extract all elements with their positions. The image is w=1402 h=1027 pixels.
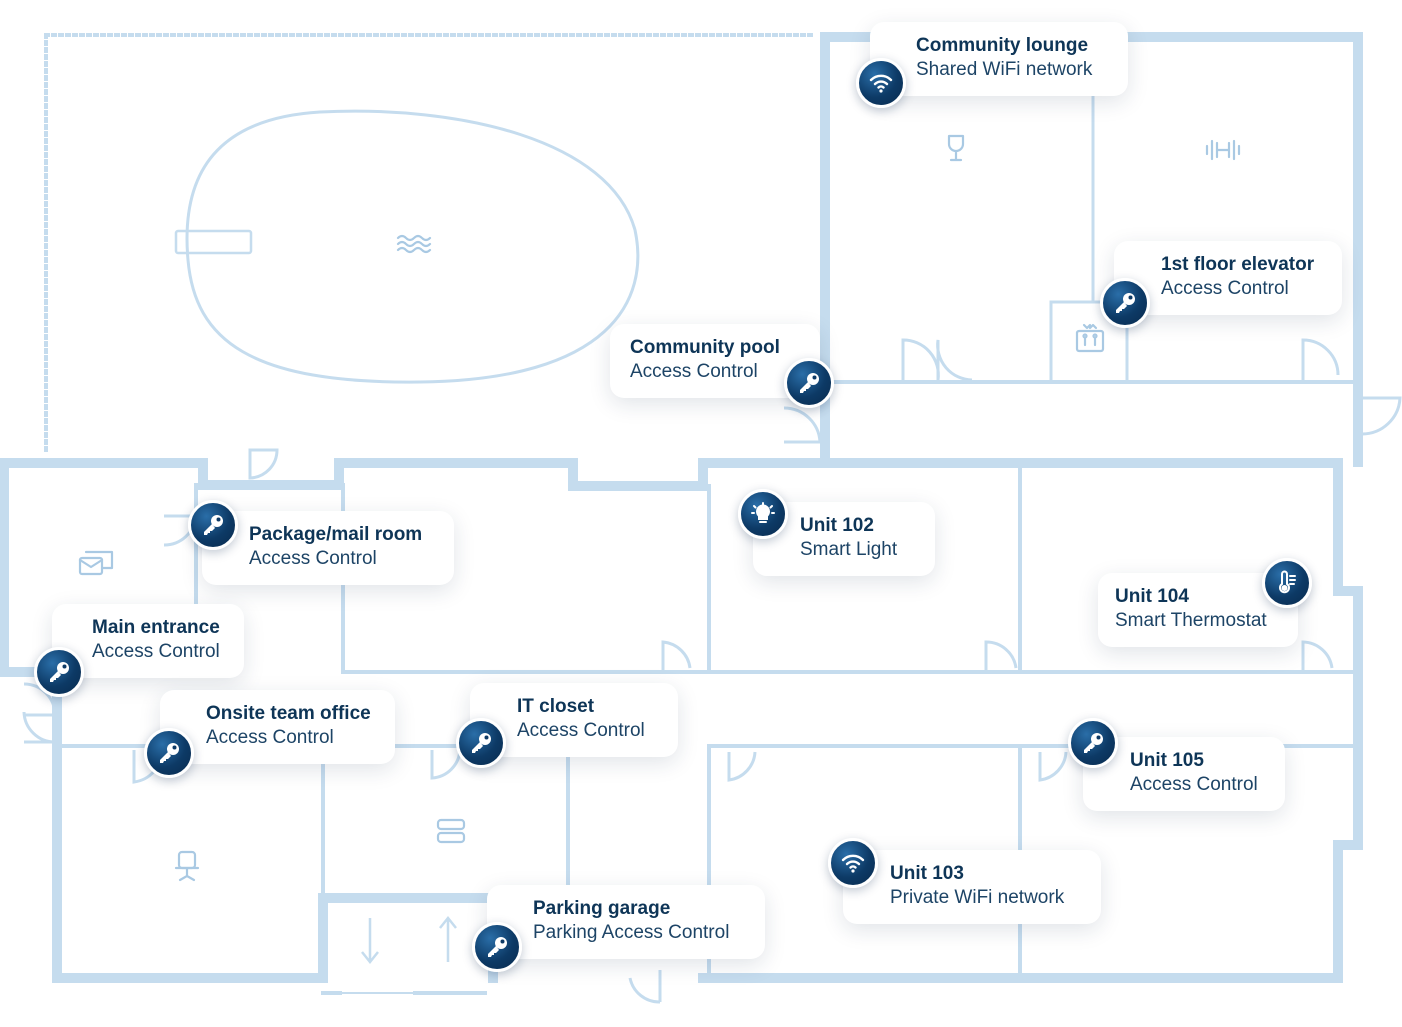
device-card-community-lounge[interactable]: Community lounge Shared WiFi network <box>870 22 1128 96</box>
key-icon[interactable] <box>456 718 506 768</box>
key-icon[interactable] <box>144 728 194 778</box>
device-name: Unit 104 <box>1115 586 1189 607</box>
office-chair-icon <box>174 850 200 882</box>
device-name: Parking garage <box>533 898 671 919</box>
outdoor-boundary <box>44 33 818 454</box>
device-name: Community lounge <box>916 35 1089 56</box>
parking-arrows <box>361 915 457 965</box>
device-type: Access Control <box>249 548 377 569</box>
device-type: Access Control <box>517 720 645 741</box>
device-type: Smart Light <box>800 539 898 560</box>
device-card-package-mail-room[interactable]: Package/mail room Access Control <box>202 511 454 585</box>
device-name: Unit 105 <box>1130 750 1204 771</box>
device-card-community-pool[interactable]: Community pool Access Control <box>610 324 820 398</box>
device-name: Main entrance <box>92 617 220 638</box>
device-type: Access Control <box>1161 278 1289 299</box>
key-icon[interactable] <box>784 358 834 408</box>
lightbulb-icon[interactable] <box>738 489 788 539</box>
wifi-icon[interactable] <box>856 58 906 108</box>
dumbbell-icon <box>1205 139 1241 161</box>
wine-glass-icon <box>947 134 965 162</box>
device-name: IT closet <box>517 696 595 717</box>
device-name: Package/mail room <box>249 524 423 545</box>
wifi-icon[interactable] <box>828 838 878 888</box>
wall-main-west <box>0 458 830 677</box>
device-name: Community pool <box>630 337 780 358</box>
wall-lounge-gym <box>1049 93 1129 384</box>
server-icon <box>436 818 466 844</box>
device-type: Access Control <box>206 727 334 748</box>
wall-parking <box>318 893 498 983</box>
device-type: Shared WiFi network <box>916 59 1093 80</box>
device-card-unit-103[interactable]: Unit 103 Private WiFi network <box>843 850 1101 924</box>
thermometer-icon[interactable] <box>1262 558 1312 608</box>
device-name: Unit 103 <box>890 863 964 884</box>
device-type: Access Control <box>630 361 758 382</box>
wall-main-east <box>698 458 1363 983</box>
device-card-unit-104[interactable]: Unit 104 Smart Thermostat <box>1098 573 1298 647</box>
device-type: Access Control <box>1130 774 1258 795</box>
pool-outline <box>185 109 640 384</box>
device-card-parking-garage[interactable]: Parking garage Parking Access Control <box>487 885 765 959</box>
device-name: Onsite team office <box>206 703 371 724</box>
waves-icon <box>396 234 432 254</box>
key-icon[interactable] <box>188 500 238 550</box>
device-card-main-entrance[interactable]: Main entrance Access Control <box>52 604 244 678</box>
wall-interior-north <box>194 461 1354 674</box>
pool-ladder <box>174 229 253 255</box>
key-icon[interactable] <box>1100 278 1150 328</box>
mailbox-icon <box>78 550 114 576</box>
elevator-icon <box>1075 323 1105 353</box>
device-card-onsite-team-office[interactable]: Onsite team office Access Control <box>160 690 395 764</box>
key-icon[interactable] <box>472 922 522 972</box>
device-type: Smart Thermostat <box>1115 610 1267 631</box>
device-type: Access Control <box>92 641 220 662</box>
wall-main-south-west <box>52 695 328 983</box>
device-card-first-floor-elevator[interactable]: 1st floor elevator Access Control <box>1114 241 1342 315</box>
key-icon[interactable] <box>34 647 84 697</box>
key-icon[interactable] <box>1068 718 1118 768</box>
device-name: 1st floor elevator <box>1161 254 1315 275</box>
device-type: Parking Access Control <box>533 922 730 943</box>
device-type: Private WiFi network <box>890 887 1065 908</box>
device-name: Unit 102 <box>800 515 874 536</box>
